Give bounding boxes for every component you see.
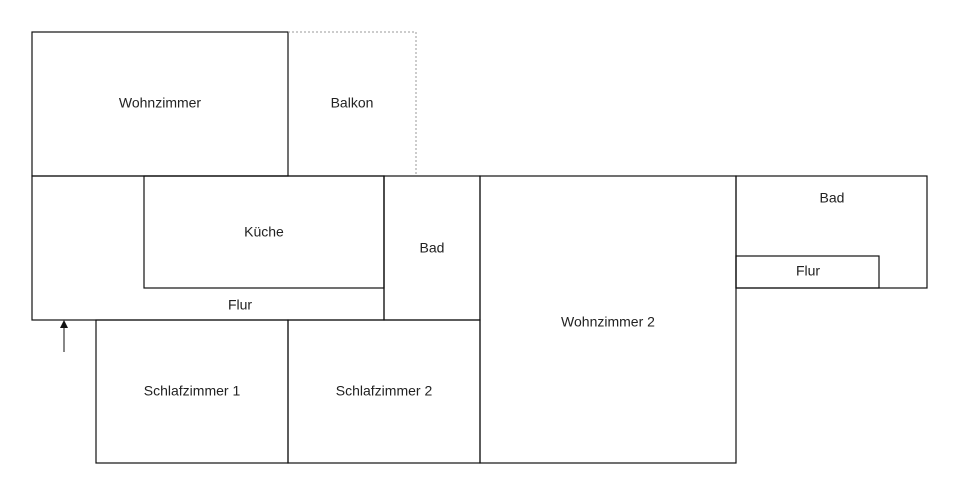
room-wohnzimmer[interactable]: Wohnzimmer	[31, 31, 289, 177]
room-schlafzimmer-2[interactable]: Schlafzimmer 2	[287, 319, 481, 464]
room-flur-2[interactable]: Flur	[735, 255, 880, 289]
room-label: Flur	[796, 263, 820, 279]
room-label: Bad	[420, 240, 445, 256]
room-balkon[interactable]: Balkon	[288, 31, 417, 176]
room-label: Wohnzimmer	[119, 95, 202, 111]
room-label: Schlafzimmer 2	[336, 383, 433, 399]
room-schlafzimmer-1[interactable]: Schlafzimmer 1	[95, 319, 289, 464]
room-label: Bad	[820, 190, 845, 206]
room-bad-2[interactable]: Bad	[735, 175, 928, 289]
room-wohnzimmer-2[interactable]: Wohnzimmer 2	[479, 175, 737, 464]
room-label: Schlafzimmer 1	[144, 383, 241, 399]
room-label: Balkon	[331, 95, 374, 111]
room-label: Küche	[244, 224, 284, 240]
room-label: Flur	[228, 297, 252, 313]
room-label: Wohnzimmer 2	[561, 314, 655, 330]
room-flur[interactable]: Flur	[31, 175, 385, 321]
room-bad[interactable]: Bad	[383, 175, 481, 321]
room-kueche[interactable]: Küche	[143, 175, 385, 289]
